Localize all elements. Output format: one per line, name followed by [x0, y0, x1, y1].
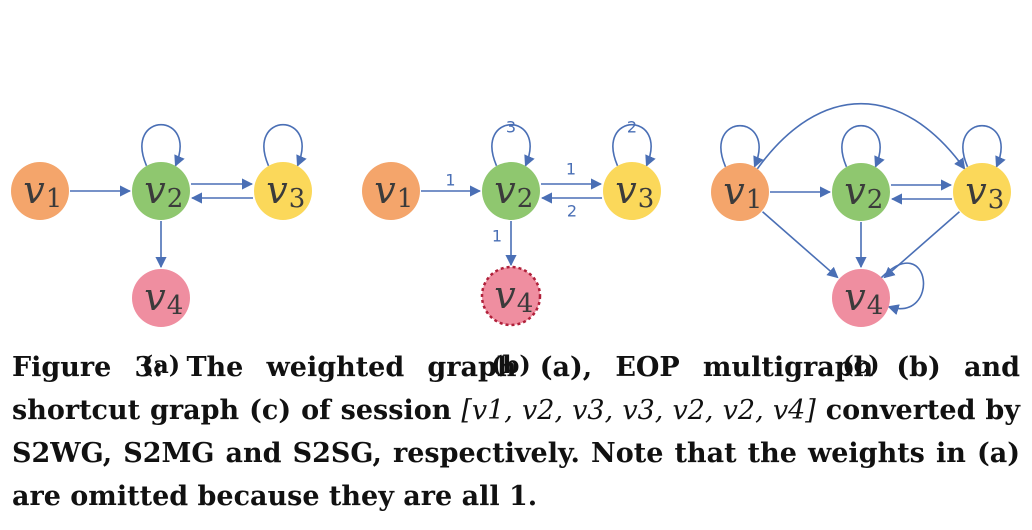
weight-label-b-v2-to-v3: 1 [566, 160, 576, 179]
caption-prefix: Figure 3: The weighted graph (a), EOP mu… [12, 352, 1020, 426]
panel-label-b: (b) [491, 350, 531, 379]
node-c-v2-subscript: 2 [867, 185, 884, 215]
panel-label-c: (c) [842, 350, 879, 379]
node-b-v3-circle [603, 162, 661, 220]
node-c-v1-circle [711, 163, 769, 221]
node-b-v3-subscript: 3 [638, 184, 655, 214]
caption-suffix: converted by S2WG, S2MG and S2SG, respec… [12, 395, 1020, 512]
node-a-v2-circle [132, 162, 190, 220]
node-b-v3-label: v [615, 168, 637, 212]
weight-label-b-v3-to-v3: 2 [627, 118, 637, 137]
node-b-v2-label: v [494, 168, 516, 212]
node-b-v2-subscript: 2 [517, 184, 534, 214]
node-a-v4-circle [132, 269, 190, 327]
node-b-v1-circle [362, 162, 420, 220]
edge-c-v2-to-v2 [841, 124, 885, 168]
node-c-v4-circle [832, 269, 890, 327]
node-a-v3-circle [254, 162, 312, 220]
node-b-v4-circle [480, 265, 542, 327]
node-c-v4-label: v [844, 275, 866, 319]
node-c-v3-label: v [965, 169, 987, 213]
weight-label-b-v2-to-v2: 3 [506, 118, 516, 137]
node-c-v1-subscript: 1 [746, 185, 763, 215]
node-a-v1-circle [11, 162, 69, 220]
edge-a-v3-to-v3 [263, 123, 307, 167]
node-c-v4-subscript: 4 [867, 291, 884, 321]
panel-label-a: (a) [142, 350, 180, 379]
edge-c-v3-to-v3 [962, 124, 1006, 168]
edge-c-v1-to-v1 [720, 124, 764, 168]
node-c-v3-subscript: 3 [988, 185, 1005, 215]
edge-b-v3-to-v3 [612, 123, 656, 167]
figure-caption: Figure 3: The weighted graph (a), EOP mu… [12, 346, 1020, 518]
node-a-v2-label: v [144, 168, 166, 212]
edge-c-v4-to-v4 [880, 262, 925, 316]
edge-c-v1-to-v3 [756, 102, 966, 170]
node-a-v1-label: v [23, 168, 45, 212]
weight-label-b-v1-to-v2: 1 [445, 171, 455, 190]
node-a-v4-label: v [144, 275, 166, 319]
node-b-v4-label: v [494, 273, 516, 317]
node-c-v2-circle [832, 163, 890, 221]
node-b-v4-subscript: 4 [517, 289, 534, 319]
node-b-v1-label: v [374, 168, 396, 212]
edge-c-v3-to-v4 [883, 211, 960, 279]
node-c-v3-circle [953, 163, 1011, 221]
caption-session: [v1, v2, v3, v3, v2, v2, v4] [461, 395, 816, 426]
node-a-v2-subscript: 2 [167, 184, 184, 214]
node-a-v3-subscript: 3 [289, 184, 306, 214]
node-c-v2-label: v [844, 169, 866, 213]
node-c-v1-label: v [723, 169, 745, 213]
node-a-v1-subscript: 1 [46, 184, 63, 214]
edge-a-v2-to-v2 [141, 123, 185, 167]
weight-label-b-v3-to-v2: 2 [567, 202, 577, 221]
edge-c-v1-to-v4 [762, 211, 839, 279]
weight-label-b-v2-to-v4: 1 [492, 227, 502, 246]
node-b-v1-subscript: 1 [397, 184, 414, 214]
node-a-v4-subscript: 4 [167, 291, 184, 321]
edge-b-v2-to-v2 [491, 123, 535, 167]
node-b-v2-circle [482, 162, 540, 220]
node-a-v3-label: v [266, 168, 288, 212]
